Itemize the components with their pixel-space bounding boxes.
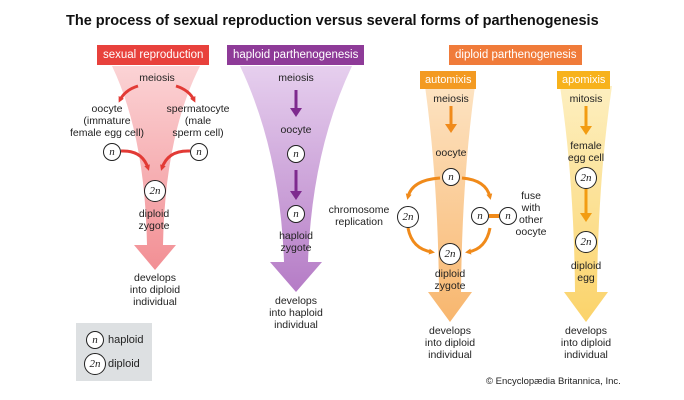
- automixis-diploid-left-circle: 2n: [397, 206, 419, 228]
- apomixis-diploid-bottom-circle: 2n: [575, 231, 597, 253]
- automixis-arrow-right-bottom: [465, 227, 492, 255]
- haploid-circle-1: n: [287, 145, 305, 163]
- apomixis-diploid-top-circle: 2n: [575, 167, 597, 189]
- sexual-zygote-label: diploid zygote: [138, 208, 170, 232]
- automixis-haploid-right-b-circle: n: [499, 207, 517, 225]
- automixis-haploid-circle: n: [442, 168, 460, 186]
- legend: n haploid 2n diploid: [76, 323, 152, 381]
- sexual-funnel: [112, 66, 200, 270]
- header-automixis: automixis: [420, 71, 477, 89]
- sexual-result-label: develops into diploid individual: [129, 272, 181, 308]
- apomixis-mitosis-label: mitosis: [569, 93, 603, 105]
- haploid-zygote-label: haploid zygote: [279, 230, 313, 254]
- automixis-arrow-left-top: [405, 176, 441, 200]
- haploid-oocyte-label: oocyte: [280, 124, 312, 136]
- automixis-funnel: [425, 86, 475, 322]
- automixis-diploid-bottom-circle: 2n: [439, 243, 461, 265]
- automixis-result-label: develops into diploid individual: [424, 325, 476, 361]
- header-sexual-reproduction: sexual reproduction: [97, 45, 210, 65]
- sexual-arrow-right: [175, 84, 196, 103]
- header-diploid-parthenogenesis: diploid parthenogenesis: [449, 45, 583, 65]
- legend-diploid-symbol: 2n: [84, 353, 106, 375]
- sexual-arrow-left: [118, 84, 139, 103]
- legend-haploid-label: haploid: [108, 334, 144, 346]
- automixis-zygote-label: diploid zygote: [434, 268, 466, 292]
- legend-haploid-symbol: n: [86, 331, 104, 349]
- automixis-oocyte-label: oocyte: [435, 147, 467, 159]
- sexual-diploid-circle: 2n: [144, 180, 166, 202]
- sexual-arrow-merge-right: [160, 149, 191, 171]
- sexual-arrow-merge-left: [120, 149, 150, 171]
- header-apomixis: apomixis: [557, 71, 611, 89]
- apomixis-egg-label: diploid egg: [570, 260, 602, 284]
- apomixis-result-label: develops into diploid individual: [560, 325, 612, 361]
- sexual-oocyte-label: oocyte (immature female egg cell): [69, 103, 145, 139]
- sexual-haploid-left-circle: n: [103, 143, 121, 161]
- automixis-arrow-left-bottom: [406, 227, 435, 255]
- sexual-haploid-right-circle: n: [190, 143, 208, 161]
- apomixis-female-egg-label: female egg cell: [567, 140, 605, 164]
- legend-diploid-label: diploid: [108, 358, 140, 370]
- sexual-meiosis-label: meiosis: [139, 72, 175, 84]
- automixis-fuse-label: fuse with other oocyte: [515, 190, 547, 238]
- header-haploid-parthenogenesis: haploid parthenogenesis: [227, 45, 365, 65]
- sexual-spermatocyte-label: spermatocyte (male sperm cell): [166, 103, 230, 139]
- haploid-circle-2: n: [287, 205, 305, 223]
- automixis-arrow-right-top: [461, 176, 493, 200]
- automixis-haploid-right-a-circle: n: [471, 207, 489, 225]
- automixis-chromosome-replication-label: chromosome replication: [328, 204, 390, 228]
- diagram-title: The process of sexual reproduction versu…: [66, 13, 599, 29]
- copyright-credit: © Encyclopædia Britannica, Inc.: [486, 376, 621, 387]
- haploid-meiosis-label: meiosis: [278, 72, 314, 84]
- automixis-meiosis-label: meiosis: [433, 93, 469, 105]
- haploid-result-label: develops into haploid individual: [269, 295, 323, 331]
